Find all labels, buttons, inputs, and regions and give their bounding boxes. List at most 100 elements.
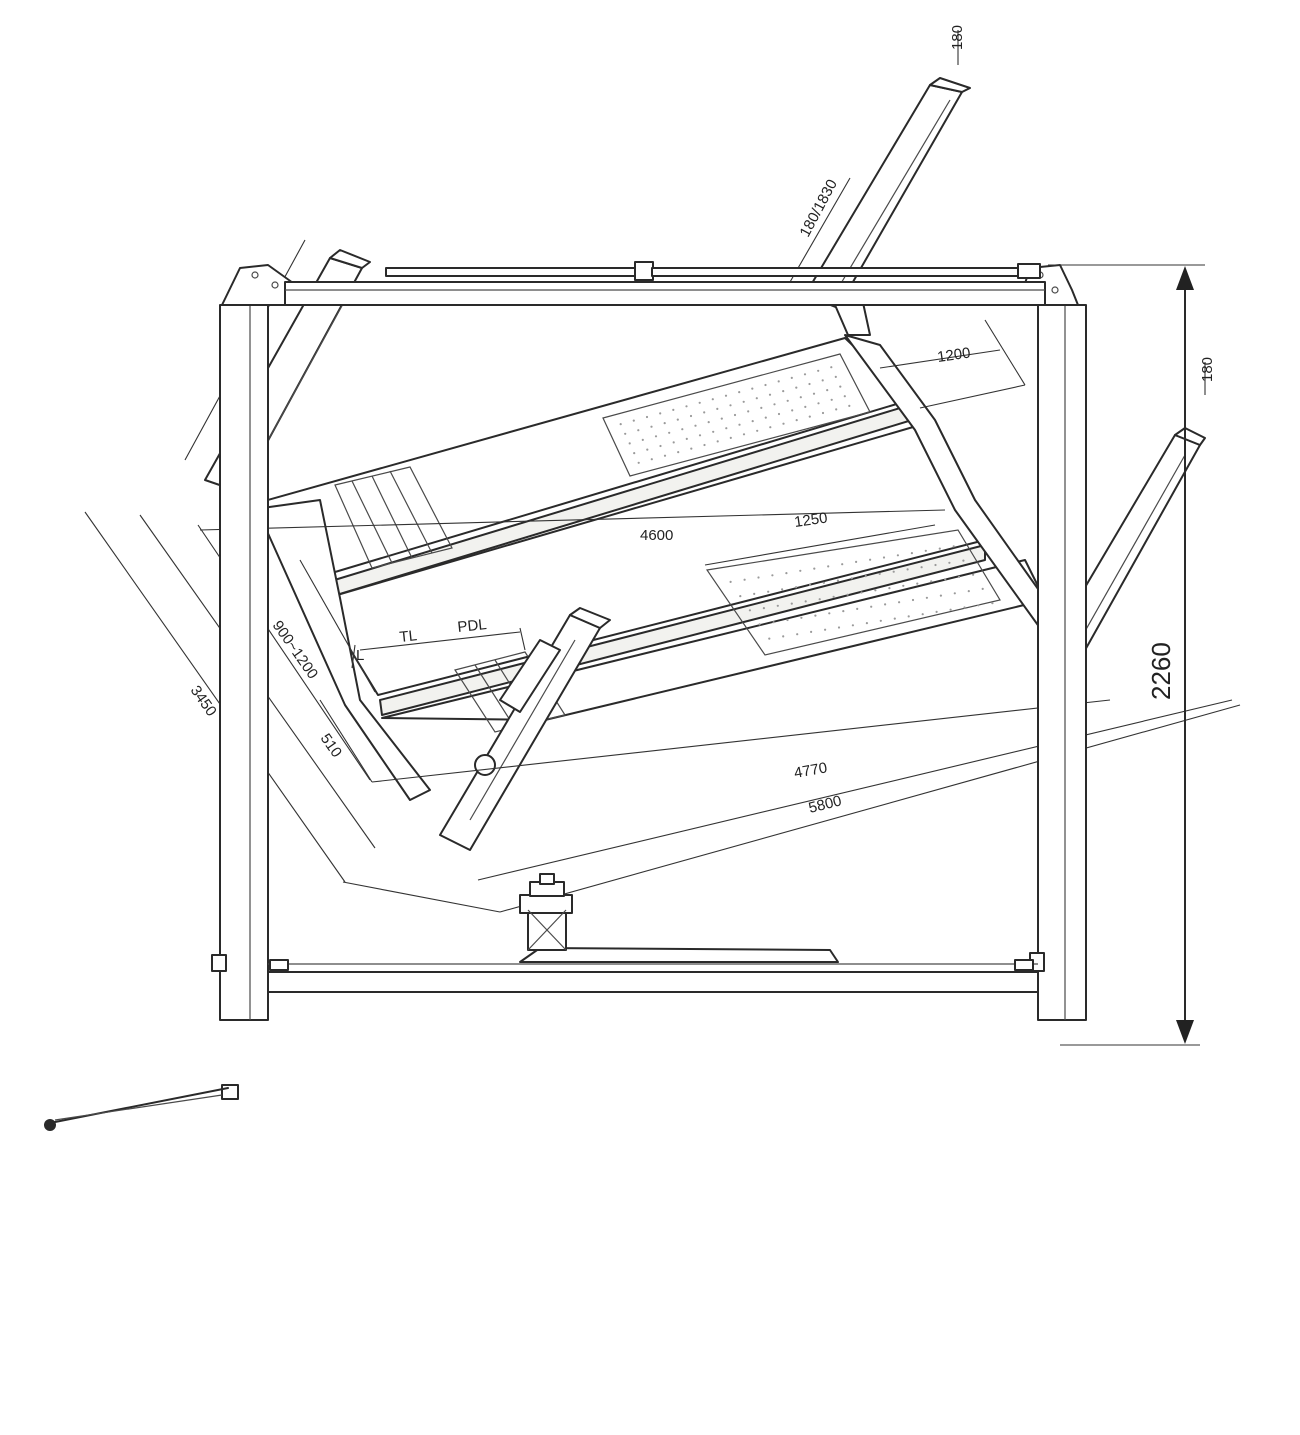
perforation-dot <box>981 587 984 591</box>
side-height-dimension: 2260 <box>1048 264 1205 1046</box>
perforation-dot <box>830 398 833 401</box>
perforation-dot <box>747 410 750 413</box>
perforation-dot <box>882 556 886 559</box>
perforation-dot <box>803 373 807 376</box>
perforation-dot <box>769 426 772 429</box>
perforation-dot <box>830 366 833 369</box>
perforation-dot <box>641 438 644 441</box>
label-inner-length: 4770 <box>793 759 829 782</box>
perforation-dot <box>814 614 817 617</box>
label-plate-length: 1250 <box>793 509 828 530</box>
perforation-dot <box>851 624 855 627</box>
label-tl: TL <box>399 627 418 646</box>
perforation-dot <box>916 582 919 585</box>
perforation-dot <box>836 579 840 582</box>
perforation-dot <box>944 578 947 581</box>
perforation-dot <box>751 420 754 423</box>
perforation-dot <box>757 576 760 579</box>
perforation-dot <box>839 385 842 388</box>
perforation-dot <box>972 573 975 576</box>
perforation-dot <box>624 432 627 435</box>
perforation-dot <box>850 577 853 580</box>
perforation-dot <box>633 452 636 455</box>
perforation-dot <box>677 451 680 454</box>
perforation-dot <box>879 619 882 622</box>
label-overall-length: 5800 <box>807 792 843 817</box>
perforation-dot <box>659 412 662 415</box>
perforation-dot <box>835 408 838 411</box>
label-pdl: PDL <box>457 616 488 636</box>
perforation-dot <box>685 405 688 408</box>
label-inner-width: 180/1830 <box>797 177 841 240</box>
side-handle <box>44 1087 229 1131</box>
side-rolling-jack <box>519 873 573 951</box>
perforation-dot <box>796 633 799 636</box>
perforation-dot <box>848 404 851 407</box>
perforation-dot <box>892 570 895 573</box>
post-back-right <box>804 77 971 336</box>
perforation-dot <box>795 586 798 589</box>
perforation-dot <box>874 589 877 592</box>
perforation-dot <box>672 408 675 411</box>
perforation-dot <box>768 393 772 396</box>
perforation-dot <box>764 383 767 387</box>
perforation-dot <box>748 609 752 612</box>
perforation-dot <box>828 612 831 615</box>
label-post-side-2: 180 <box>1199 357 1216 382</box>
perforation-dot <box>668 431 671 434</box>
perforation-dot <box>650 458 653 461</box>
perforation-dot <box>694 424 697 427</box>
perforation-dot <box>869 558 872 561</box>
perforation-dot <box>934 563 937 567</box>
perforation-dot <box>725 427 728 430</box>
perforation-dot <box>676 418 679 421</box>
perforation-dot <box>712 430 715 433</box>
perforation-dot <box>782 390 785 393</box>
perforation-dot <box>786 618 789 622</box>
perforation-dot <box>958 575 961 579</box>
perforation-dot <box>906 568 909 571</box>
perforation-dot <box>910 552 914 555</box>
perforation-dot <box>949 608 952 611</box>
perforation-dot <box>810 630 813 634</box>
perforation-dot <box>767 590 770 593</box>
perforation-dot <box>782 635 785 638</box>
label-l: L <box>356 647 364 664</box>
perforation-dot <box>738 423 741 426</box>
perforation-dot <box>724 394 728 397</box>
power-unit-motor <box>474 754 496 776</box>
perforation-dot <box>977 604 980 607</box>
perforation-dot <box>760 406 763 409</box>
perforation-dot <box>637 429 640 432</box>
perforation-dot <box>738 391 741 394</box>
handle-knob <box>44 1119 56 1131</box>
bottom-slip-plate <box>705 529 1001 656</box>
label-outer-width: 3450 <box>187 683 220 720</box>
perforation-dot <box>808 382 811 386</box>
post-front-left <box>439 607 611 851</box>
perforation-dot <box>646 448 649 451</box>
perforation-dot <box>795 419 798 422</box>
side-post-right <box>1017 264 1087 1021</box>
side-post-left <box>211 264 301 1100</box>
perforation-dot <box>896 554 900 557</box>
perforation-dot <box>742 400 745 403</box>
perforation-dot <box>799 396 802 399</box>
top-slip-plate <box>602 353 871 477</box>
perforation-dot <box>781 588 784 591</box>
perforation-dot <box>628 442 631 445</box>
perforation-dot <box>729 436 732 439</box>
perforation-dot <box>855 560 858 564</box>
perforation-dot <box>898 601 901 604</box>
isometric-view: 2260 180 180 180/1830 1200 4600 1250 900… <box>84 25 1241 913</box>
perforation-dot <box>813 567 816 570</box>
perforation-dot <box>790 376 793 379</box>
perforation-dot <box>832 595 835 599</box>
perforation-dot <box>991 602 994 605</box>
perforation-dot <box>812 392 816 395</box>
perforation-dot <box>733 413 737 417</box>
perforation-dot <box>834 375 837 378</box>
top-runway <box>249 337 913 601</box>
perforation-dot <box>893 617 896 620</box>
